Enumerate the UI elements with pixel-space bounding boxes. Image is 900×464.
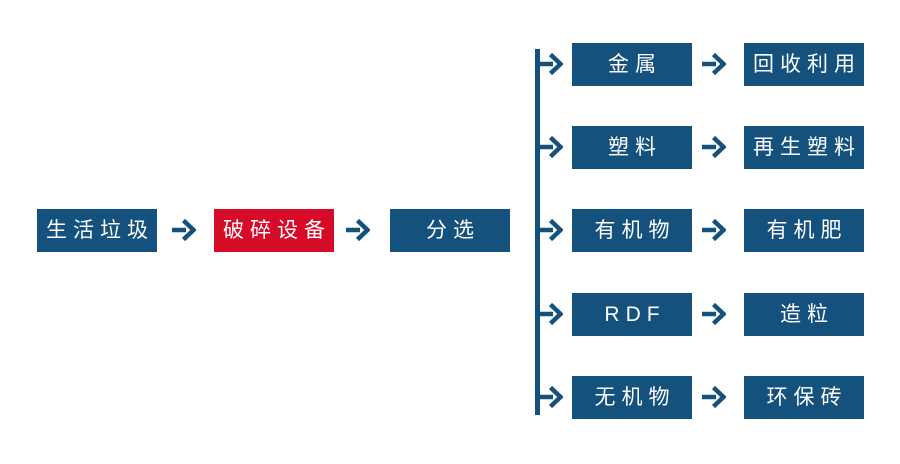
node-label: 造粒	[780, 303, 834, 326]
branch-arrow-icon	[537, 386, 563, 408]
flow-arrow-icon	[702, 303, 726, 325]
flow-arrow-icon	[702, 136, 726, 158]
node-household-waste: 生活垃圾	[37, 209, 157, 252]
node-label: 有机肥	[766, 219, 848, 242]
flow-arrow-icon	[702, 386, 726, 408]
branch-arrow-icon	[537, 219, 563, 241]
branch-arrow-icon	[537, 303, 563, 325]
node-granulation: 造粒	[744, 293, 864, 336]
node-inorganic-matter: 无机物	[572, 376, 692, 419]
flow-arrow-icon	[702, 219, 726, 241]
node-label: 有机物	[594, 219, 676, 242]
node-label: 塑料	[608, 136, 662, 159]
flow-arrow-icon	[702, 53, 726, 75]
node-label: 环保砖	[766, 386, 848, 409]
node-label: 金属	[608, 53, 662, 76]
branch-arrow-icon	[537, 53, 563, 75]
node-rdf: RDF	[572, 293, 692, 336]
node-organic-fertilizer: 有机肥	[744, 209, 864, 252]
flow-arrow-icon	[346, 219, 370, 241]
node-label: RDF	[604, 303, 666, 326]
node-label: 回收利用	[753, 53, 861, 76]
node-eco-brick: 环保砖	[744, 376, 864, 419]
node-label: 生活垃圾	[46, 219, 154, 242]
node-label: 无机物	[594, 386, 676, 409]
flow-arrow-icon	[172, 219, 196, 241]
node-label: 分选	[426, 219, 480, 242]
node-sorting: 分选	[390, 209, 510, 252]
node-organic-matter: 有机物	[572, 209, 692, 252]
node-recycling: 回收利用	[744, 43, 864, 86]
node-recycled-plastic: 再生塑料	[744, 126, 864, 169]
node-crushing-equipment: 破碎设备	[214, 209, 334, 252]
node-metal: 金属	[572, 43, 692, 86]
node-label: 再生塑料	[753, 136, 861, 159]
branch-arrow-icon	[537, 136, 563, 158]
node-label: 破碎设备	[223, 219, 331, 242]
node-plastic: 塑料	[572, 126, 692, 169]
